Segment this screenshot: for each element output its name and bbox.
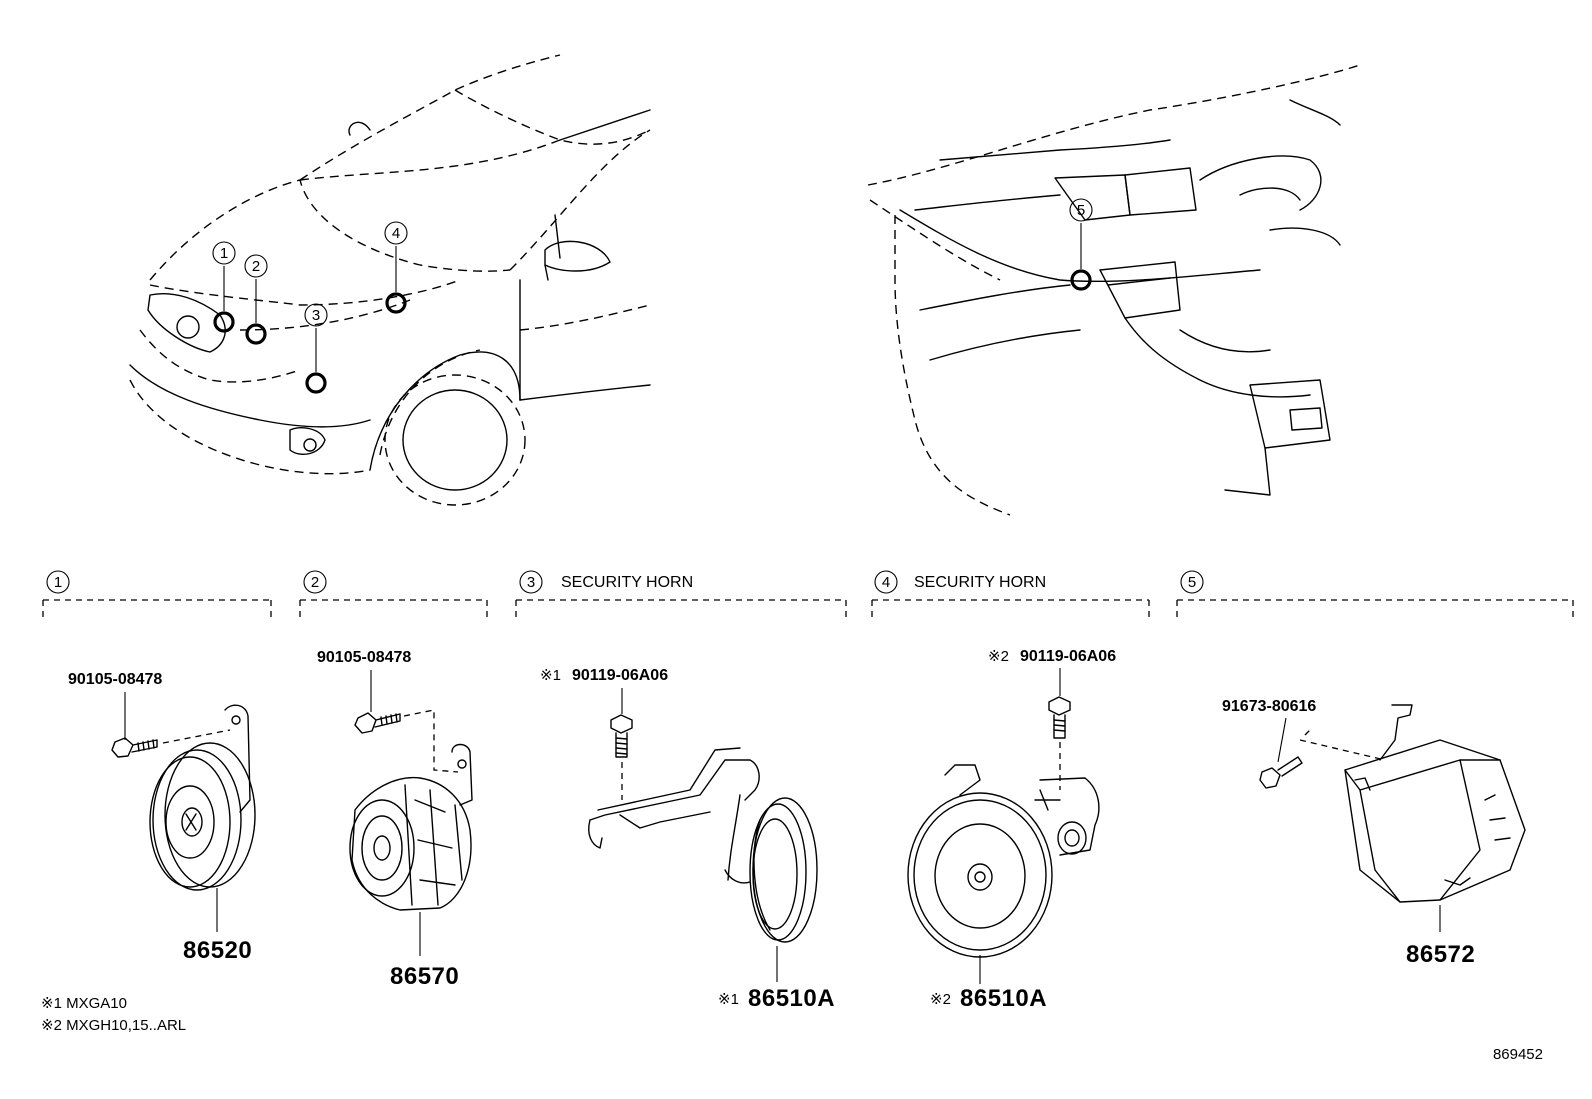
security-horn-2-icon (907, 764, 1100, 958)
car-locator-4-label: 4 (392, 225, 400, 242)
dash-locator-5-label: 5 (1077, 202, 1085, 219)
section-2-number: 2 (311, 574, 319, 591)
s5-part-label: 86572 (1406, 941, 1475, 968)
s1-bolt-label: 90105-08478 (68, 671, 162, 688)
section-4-header: 4 SECURITY HORN (871, 570, 1150, 617)
car-locator-2-label: 2 (252, 258, 260, 275)
section-3-number: 3 (527, 574, 535, 591)
car-locator-3-label: 3 (312, 307, 320, 324)
s1-bolt-icon (111, 737, 158, 758)
horn-86520-icon (149, 704, 256, 891)
car-front-illustration (129, 54, 651, 506)
section-5-header: 5 (1176, 570, 1574, 617)
footnote-1: ※1 MXGA10 (41, 995, 127, 1012)
s3-bolt-icon (610, 714, 633, 758)
section-1-number: 1 (54, 574, 62, 591)
section-5-parts: 91673-80616 86572 (1222, 698, 1526, 968)
s3-part-mark: ※1 (718, 991, 739, 1008)
s3-bolt-label: 90119-06A06 (572, 667, 668, 684)
s1-part-label: 86520 (183, 937, 252, 964)
s3-part-label: 86510A (748, 985, 835, 1012)
dashboard-illustration (867, 64, 1361, 516)
car-locator-1-label: 1 (220, 245, 228, 262)
s4-bolt-mark: ※2 (988, 648, 1009, 665)
section-1-parts: 90105-08478 86520 (68, 671, 256, 964)
car-locator-4: 4 (384, 221, 408, 245)
section-4-parts: ※2 90119-06A06 ※2 86510A (907, 648, 1116, 1012)
section-3-title: SECURITY HORN (561, 574, 693, 591)
dash-locator-5: 5 (1069, 198, 1093, 222)
section-4-number: 4 (882, 574, 890, 591)
security-horn-1-icon (588, 747, 818, 943)
s4-bolt-label: 90119-06A06 (1020, 648, 1116, 665)
controller-86572-icon (1344, 704, 1526, 903)
footnote-2: ※2 MXGH10,15..ARL (41, 1017, 186, 1034)
s4-part-mark: ※2 (930, 991, 951, 1008)
footnotes: ※1 MXGA10 ※2 MXGH10,15..ARL (41, 995, 186, 1034)
section-5-number: 5 (1188, 574, 1196, 591)
section-2-parts: 90105-08478 86570 (317, 649, 473, 990)
s5-bolt-label: 91673-80616 (1222, 698, 1316, 715)
s4-bolt-icon (1048, 696, 1071, 739)
section-4-title: SECURITY HORN (914, 574, 1046, 591)
section-1-header: 1 (42, 570, 272, 617)
s2-bolt-label: 90105-08478 (317, 649, 411, 666)
section-3-parts: ※1 90119-06A06 ※1 86510A (540, 667, 835, 1012)
siren-86570-icon (349, 743, 473, 911)
s4-part-label: 86510A (960, 985, 1047, 1012)
s2-part-label: 86570 (390, 963, 459, 990)
car-locator-3: 3 (304, 303, 328, 327)
s3-bolt-mark: ※1 (540, 667, 561, 684)
section-2-header: 2 (299, 570, 488, 617)
section-3-header: 3 SECURITY HORN (515, 570, 847, 617)
car-locator-1: 1 (212, 241, 236, 265)
s2-bolt-icon (354, 712, 401, 734)
s5-bolt-icon (1259, 756, 1303, 789)
car-locator-2: 2 (244, 254, 268, 278)
diagram-id: 869452 (1493, 1046, 1543, 1063)
